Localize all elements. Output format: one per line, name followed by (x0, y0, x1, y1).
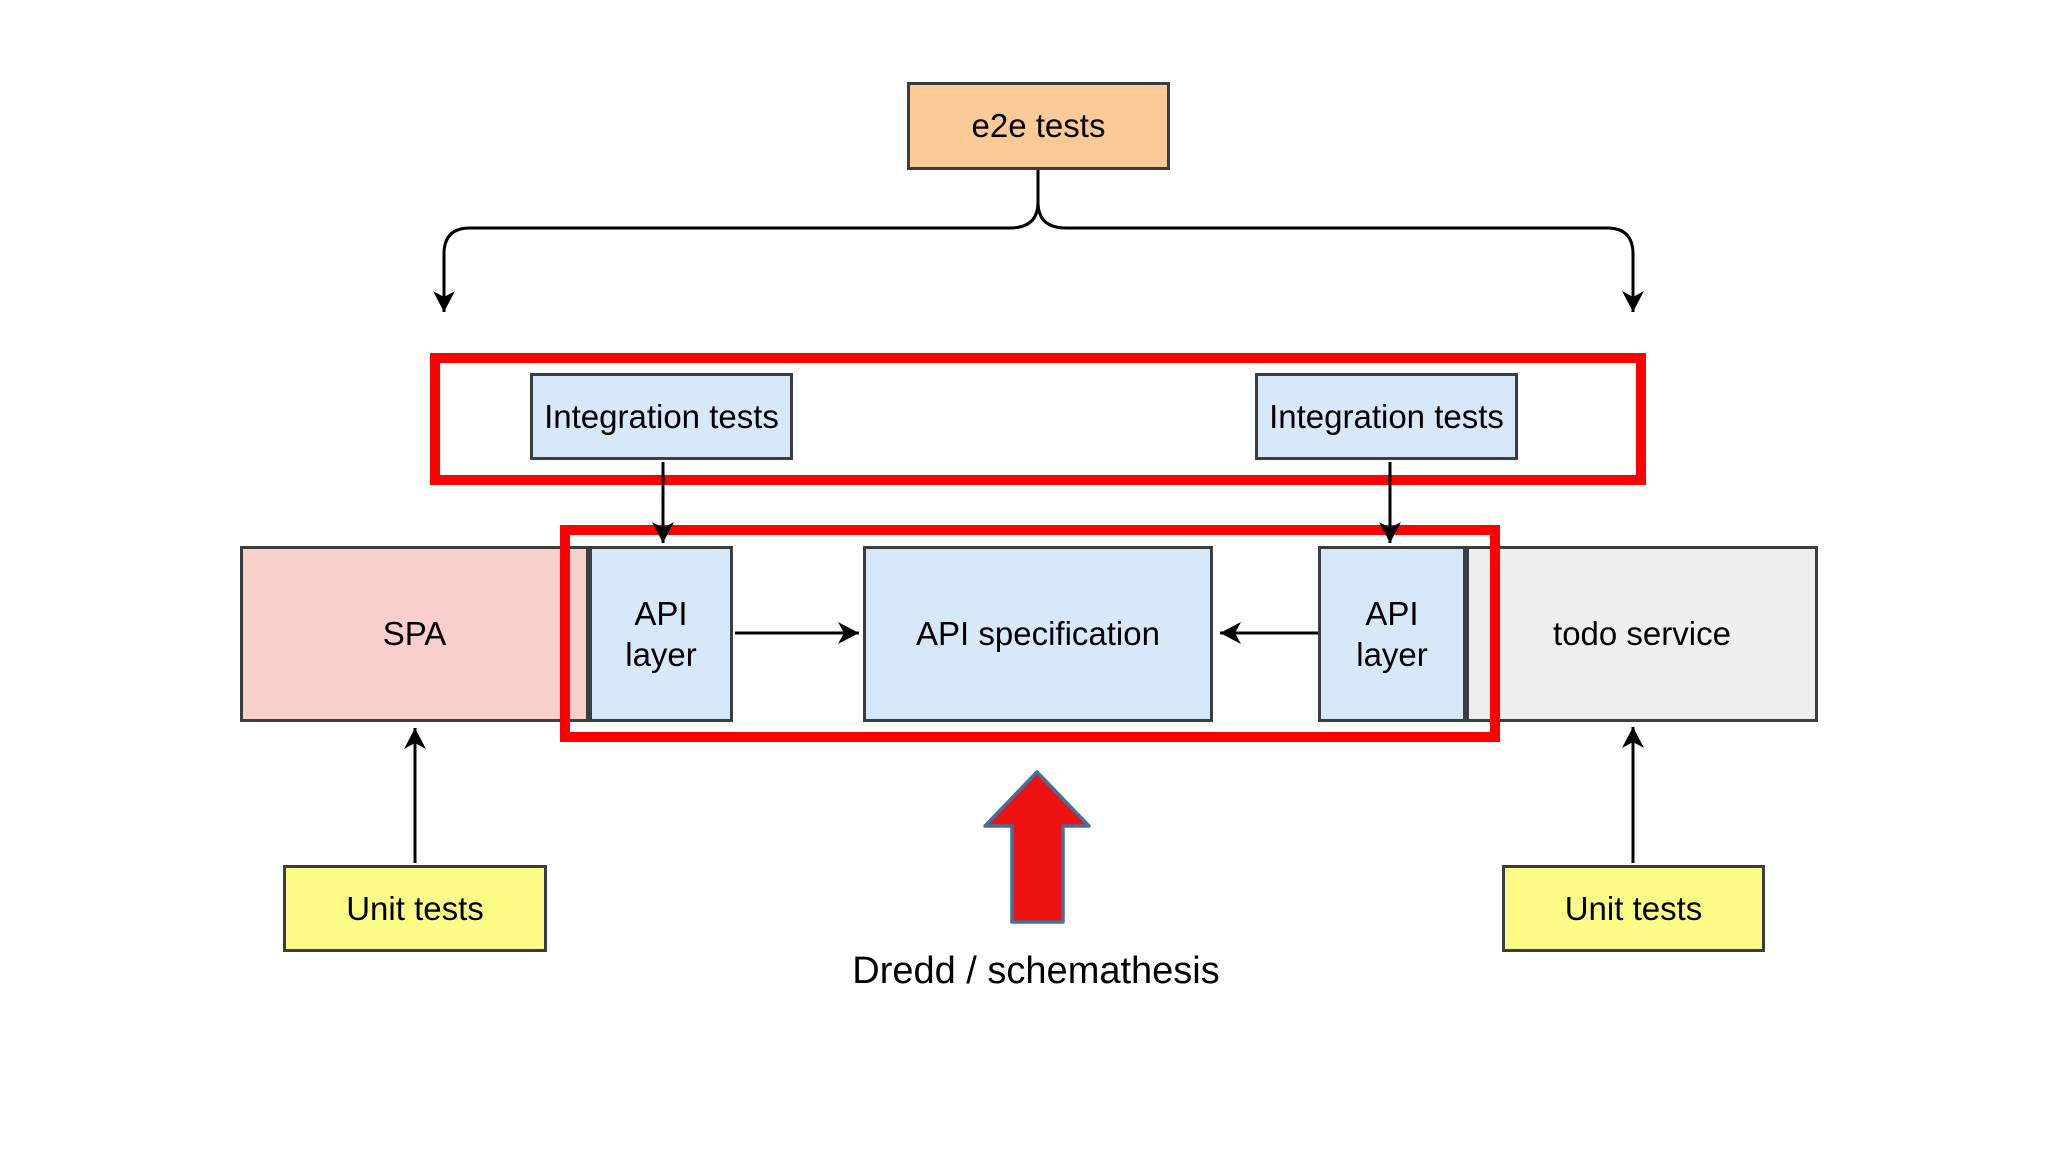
node-api-specification-label: API specification (916, 615, 1160, 653)
node-api-layer-right: API layer (1318, 546, 1466, 722)
node-api-specification: API specification (863, 546, 1213, 722)
red-up-arrow (983, 770, 1091, 924)
edge-e2e-fork-left (433, 170, 1040, 312)
node-unit-tests-right: Unit tests (1502, 865, 1765, 952)
node-todo-service: todo service (1466, 546, 1818, 722)
node-integration-tests-right-label: Integration tests (1269, 397, 1504, 435)
node-unit-tests-right-label: Unit tests (1564, 889, 1703, 927)
node-unit-tests-left-label: Unit tests (346, 889, 484, 927)
node-e2e-tests: e2e tests (907, 82, 1170, 170)
node-spa: SPA (240, 546, 589, 722)
node-integration-tests-right: Integration tests (1255, 373, 1518, 460)
edge-e2e-fork-right (1036, 170, 1644, 312)
node-integration-tests-left: Integration tests (530, 373, 793, 460)
node-todo-service-label: todo service (1553, 615, 1731, 653)
node-api-layer-left: API layer (589, 546, 733, 722)
node-integration-tests-left-label: Integration tests (544, 397, 779, 435)
node-spa-label: SPA (382, 615, 447, 653)
node-api-layer-right-label: API layer (1356, 594, 1428, 673)
node-e2e-tests-label: e2e tests (971, 107, 1106, 145)
node-api-layer-left-label: API layer (625, 594, 697, 673)
annotation-dredd-schemathesis: Dredd / schemathesis (852, 950, 1220, 992)
node-unit-tests-left: Unit tests (283, 865, 547, 952)
